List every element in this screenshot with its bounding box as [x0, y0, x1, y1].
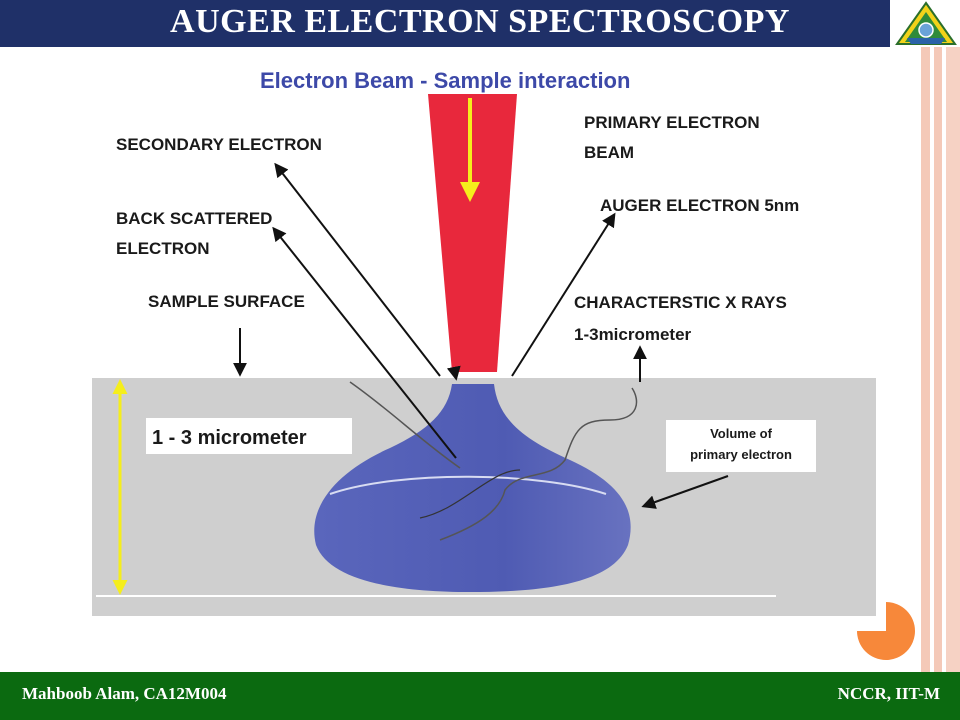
volume-boundary-curve — [329, 475, 607, 495]
label-back-scattered-line2: ELECTRON — [116, 239, 210, 258]
diagram-heading: Electron Beam - Sample interaction — [260, 68, 630, 93]
decorative-side-stripes — [920, 47, 960, 672]
depth-label-box — [146, 418, 352, 454]
footer-institution: NCCR, IIT-M — [837, 684, 940, 703]
label-sample-surface: SAMPLE SURFACE — [148, 292, 305, 311]
primary-electron-beam — [428, 94, 517, 372]
label-volume-line2: primary electron — [690, 447, 792, 462]
label-back-scattered-line1: BACK SCATTERED — [116, 209, 272, 228]
label-depth: 1 - 3 micrometer — [152, 427, 307, 449]
arrow-beam-entry — [446, 365, 461, 381]
label-volume-line1: Volume of — [710, 426, 773, 441]
label-auger-electron: AUGER ELECTRON 5nm — [600, 196, 799, 215]
arrow-auger-electron — [511, 212, 616, 377]
beam-surface-gap — [450, 372, 496, 378]
secondary-track — [349, 381, 461, 469]
arrow-secondary-electron — [274, 162, 441, 377]
primary-electron-volume — [314, 384, 631, 592]
footer-bar — [0, 672, 960, 720]
footer-author: Mahboob Alam, CA12M004 — [22, 684, 227, 703]
label-xrays-line1: CHARACTERSTIC X RAYS — [574, 293, 787, 312]
label-primary-beam-line2: BEAM — [584, 143, 634, 162]
title-bar — [0, 0, 890, 47]
label-primary-beam-line1: PRIMARY ELECTRON — [584, 113, 760, 132]
xray-track — [439, 387, 638, 541]
volume-label-box — [666, 420, 816, 472]
arrow-volume — [641, 475, 729, 509]
label-secondary-electron: SECONDARY ELECTRON — [116, 135, 322, 154]
logo-icon — [895, 1, 957, 45]
label-xrays-line2: 1-3micrometer — [574, 325, 692, 344]
slide-title: AUGER ELECTRON SPECTROSCOPY — [170, 3, 790, 40]
institution-logo — [893, 0, 960, 47]
arrow-back-scattered — [272, 226, 457, 459]
decorative-pie-icon — [857, 602, 915, 660]
scatter-track — [419, 469, 521, 519]
